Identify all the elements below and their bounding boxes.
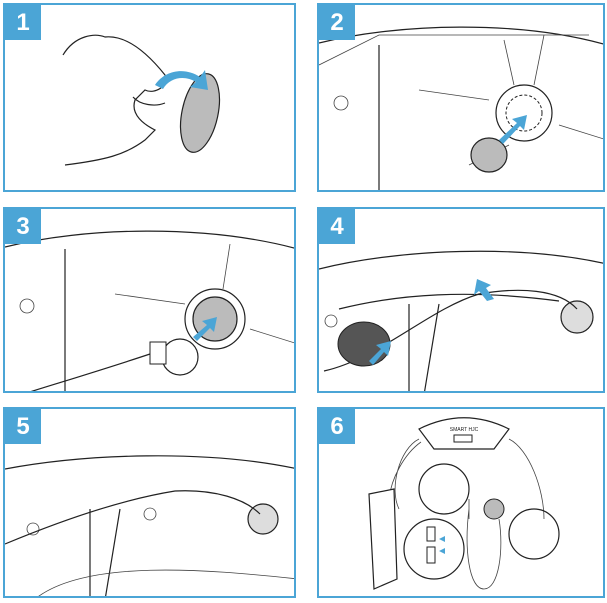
control-unit (368, 488, 398, 590)
attach-pad-to-helmet-icon (319, 26, 603, 190)
step-number-badge: 2 (319, 5, 355, 40)
headset-assembly-icon: SMART HJC (368, 417, 560, 590)
step-5-panel: 5 (3, 407, 296, 598)
step-1-panel: 1 (3, 3, 296, 192)
step-6-panel: 6 SMART HJC (317, 407, 605, 598)
step-number-badge: 3 (5, 209, 41, 244)
attach-speaker-to-pad-icon (5, 230, 294, 391)
cable-tucked-helmet-icon (5, 455, 294, 596)
step-number-badge: 5 (5, 409, 41, 444)
step-2-panel: 2 (317, 3, 605, 192)
route-cable-helmet-icon (319, 250, 603, 391)
step-number-badge: 1 (5, 5, 41, 40)
step-4-panel: 4 (317, 207, 605, 393)
device-label: SMART HJC (450, 427, 479, 433)
main-unit (418, 417, 510, 450)
step-3-panel: 3 (3, 207, 296, 393)
hand-peeling-adhesive-pad-icon (62, 34, 221, 166)
step-number-badge: 6 (319, 409, 355, 444)
step-number-badge: 4 (319, 209, 355, 244)
